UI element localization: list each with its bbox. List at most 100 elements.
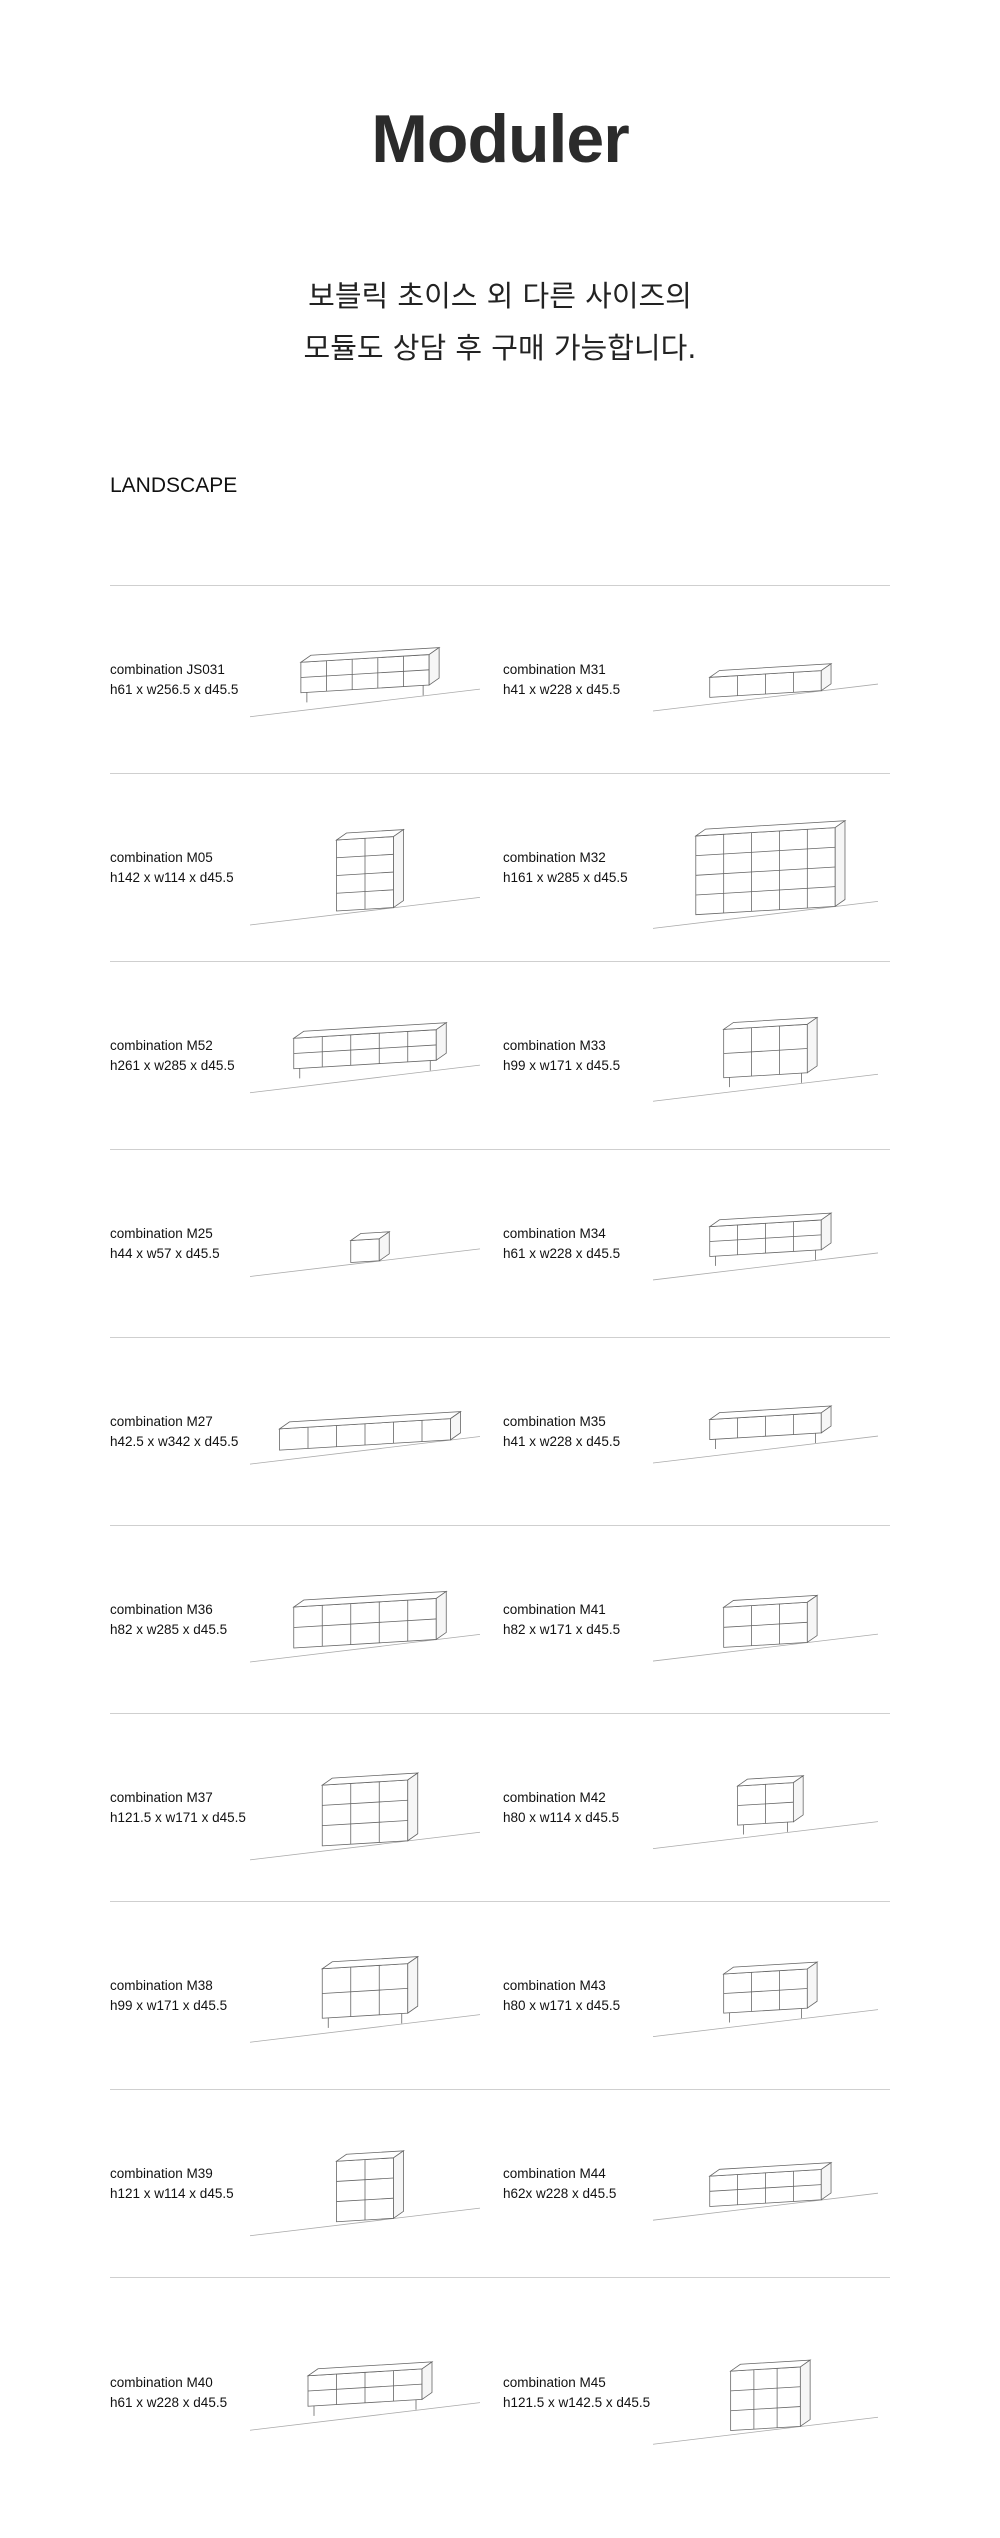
combination-name: combination M31 bbox=[503, 661, 606, 677]
furniture-drawing bbox=[249, 1714, 481, 1901]
combination-item: combination M32 h161 x w285 x d45.5 bbox=[503, 774, 893, 961]
combination-item: combination M37 h121.5 x w171 x d45.5 bbox=[110, 1714, 500, 1901]
floor-line bbox=[652, 1073, 879, 1102]
combination-dimensions: h44 x w57 x d45.5 bbox=[110, 1245, 220, 1261]
combination-dimensions: h62x w228 x d45.5 bbox=[503, 2185, 617, 2201]
combination-item: combination M39 h121 x w114 x d45.5 bbox=[110, 2090, 500, 2277]
combination-item: combination M34 h61 x w228 x d45.5 bbox=[503, 1150, 893, 1337]
combination-dimensions: h82 x w171 x d45.5 bbox=[503, 1621, 621, 1637]
combination-dimensions: h61 x w256.5 x d45.5 bbox=[110, 681, 239, 697]
combination-dimensions: h80 x w114 x d45.5 bbox=[503, 1809, 620, 1825]
cabinet-drawing bbox=[249, 1772, 481, 1861]
furniture-drawing bbox=[652, 1902, 879, 2089]
furniture-drawing bbox=[249, 1150, 481, 1337]
combination-name: combination M45 bbox=[503, 2375, 606, 2390]
combination-item: combination M27 h42.5 x w342 x d45.5 bbox=[110, 1338, 500, 1525]
intro-line: 보블릭 초이스 외 다른 사이즈의 bbox=[308, 279, 692, 313]
cabinet-front bbox=[321, 1779, 409, 1847]
combination-label: combination M31 h41 x w228 x d45.5 bbox=[503, 660, 620, 700]
table-row: combination M36 h82 x w285 x d45.5 combi… bbox=[110, 1525, 890, 1713]
shelf-line bbox=[695, 886, 836, 896]
table-row: combination M40 h61 x w228 x d45.5 combi… bbox=[110, 2277, 890, 2508]
combination-label: combination M05 h142 x w114 x d45.5 bbox=[110, 848, 234, 888]
table-row: combination M37 h121.5 x w171 x d45.5 co… bbox=[110, 1713, 890, 1901]
combination-dimensions: h99 x w171 x d45.5 bbox=[110, 1997, 228, 2013]
cabinet-side bbox=[806, 1961, 818, 2009]
page-title: Moduler bbox=[371, 101, 629, 177]
cabinet-side bbox=[421, 2361, 433, 2401]
cabinet-side bbox=[407, 1955, 419, 2014]
combination-name: combination M32 bbox=[503, 849, 606, 865]
combination-dimensions: h142 x w114 x d45.5 bbox=[110, 869, 234, 885]
floor-line bbox=[652, 2192, 879, 2221]
floor-line bbox=[249, 1436, 481, 1465]
furniture-drawing bbox=[249, 2278, 481, 2508]
furniture-drawing bbox=[652, 586, 879, 773]
combination-name: combination M36 bbox=[110, 1601, 213, 1617]
cabinet-side bbox=[450, 1410, 461, 1441]
combination-item: combination M41 h82 x w171 x d45.5 bbox=[503, 1526, 893, 1713]
table-row: combination M25 h44 x w57 x d45.5 combin… bbox=[110, 1149, 890, 1337]
furniture-drawing bbox=[652, 2090, 879, 2277]
floor-line bbox=[249, 1831, 481, 1861]
shelf-line bbox=[322, 1987, 408, 1994]
combination-dimensions: h41 x w228 x d45.5 bbox=[503, 1433, 621, 1449]
cabinet-drawing bbox=[652, 819, 879, 929]
cabinet-drawing bbox=[652, 1405, 879, 1464]
combination-label: combination M41 h82 x w171 x d45.5 bbox=[503, 1600, 620, 1640]
table-row: combination M38 h99 x w171 x d45.5 combi… bbox=[110, 1901, 890, 2089]
cabinet-drawing bbox=[249, 1955, 481, 2043]
combination-label: combination M34 h61 x w228 x d45.5 bbox=[503, 1224, 620, 1264]
combination-dimensions: h99 x w171 x d45.5 bbox=[503, 1057, 621, 1073]
combination-name: combination M35 bbox=[503, 1413, 606, 1429]
combination-name: combination M37 bbox=[110, 1789, 213, 1805]
combination-label: combination M35 h41 x w228 x d45.5 bbox=[503, 1412, 620, 1452]
combination-dimensions: h41 x w228 x d45.5 bbox=[503, 681, 621, 697]
combination-label: combination M33 h99 x w171 x d45.5 bbox=[503, 1036, 620, 1076]
combination-item: combination M44 h62x w228 x d45.5 bbox=[503, 2090, 893, 2277]
cabinet-drawing bbox=[652, 1775, 879, 1849]
furniture-drawing bbox=[652, 774, 879, 961]
cabinet-front bbox=[350, 1238, 380, 1263]
cabinet-side bbox=[393, 2150, 404, 2220]
floor-line bbox=[249, 897, 481, 926]
furniture-drawing bbox=[249, 1526, 481, 1713]
combination-name: combination M27 bbox=[110, 1413, 213, 1429]
combination-item: combination JS031 h61 x w256.5 x d45.5 bbox=[110, 586, 500, 773]
combination-list: combination JS031 h61 x w256.5 x d45.5 c… bbox=[110, 585, 890, 2508]
floor-line bbox=[652, 1435, 879, 1464]
combination-name: combination M05 bbox=[110, 849, 213, 865]
combination-dimensions: h121 x w114 x d45.5 bbox=[110, 2185, 234, 2201]
cabinet-drawing bbox=[249, 2361, 481, 2431]
furniture-drawing bbox=[652, 1338, 879, 1525]
shelf-line bbox=[293, 1618, 437, 1628]
table-row: combination M52 h261 x w285 x d45.5 comb… bbox=[110, 961, 890, 1149]
shelf-line bbox=[723, 1621, 808, 1628]
floor-line bbox=[249, 688, 481, 718]
combination-item: combination M43 h80 x w171 x d45.5 bbox=[503, 1902, 893, 2089]
cabinet-side bbox=[378, 1231, 390, 1262]
cabinet-side bbox=[806, 1016, 818, 1074]
shelf-line bbox=[300, 669, 430, 678]
furniture-drawing bbox=[652, 2278, 879, 2508]
combination-name: combination M33 bbox=[503, 1037, 606, 1053]
cabinet-drawing bbox=[249, 1410, 481, 1465]
combination-name: combination M25 bbox=[110, 1225, 213, 1241]
combination-name: combination M52 bbox=[110, 1037, 213, 1053]
furniture-drawing bbox=[249, 2090, 481, 2277]
cabinet-side bbox=[435, 1590, 447, 1641]
cabinet-side bbox=[820, 1212, 832, 1251]
combination-dimensions: h82 x w285 x d45.5 bbox=[110, 1621, 228, 1637]
combination-name: combination JS031 bbox=[110, 661, 225, 677]
shelf-line bbox=[293, 1044, 437, 1054]
shelf-line bbox=[695, 846, 836, 857]
cabinet-drawing bbox=[249, 1021, 481, 1094]
combination-label: combination M39 h121 x w114 x d45.5 bbox=[110, 2164, 234, 2204]
combination-label: combination M38 h99 x w171 x d45.5 bbox=[110, 1976, 227, 2016]
combination-name: combination M40 bbox=[110, 2375, 213, 2390]
intro-text: 보블릭 초이스 외 다른 사이즈의 모듈도 상담 후 구매 가능합니다. bbox=[0, 270, 1000, 374]
floor-line bbox=[652, 1633, 879, 1662]
section-heading: LANDSCAPE bbox=[110, 474, 238, 497]
floor-line bbox=[652, 1252, 879, 1281]
